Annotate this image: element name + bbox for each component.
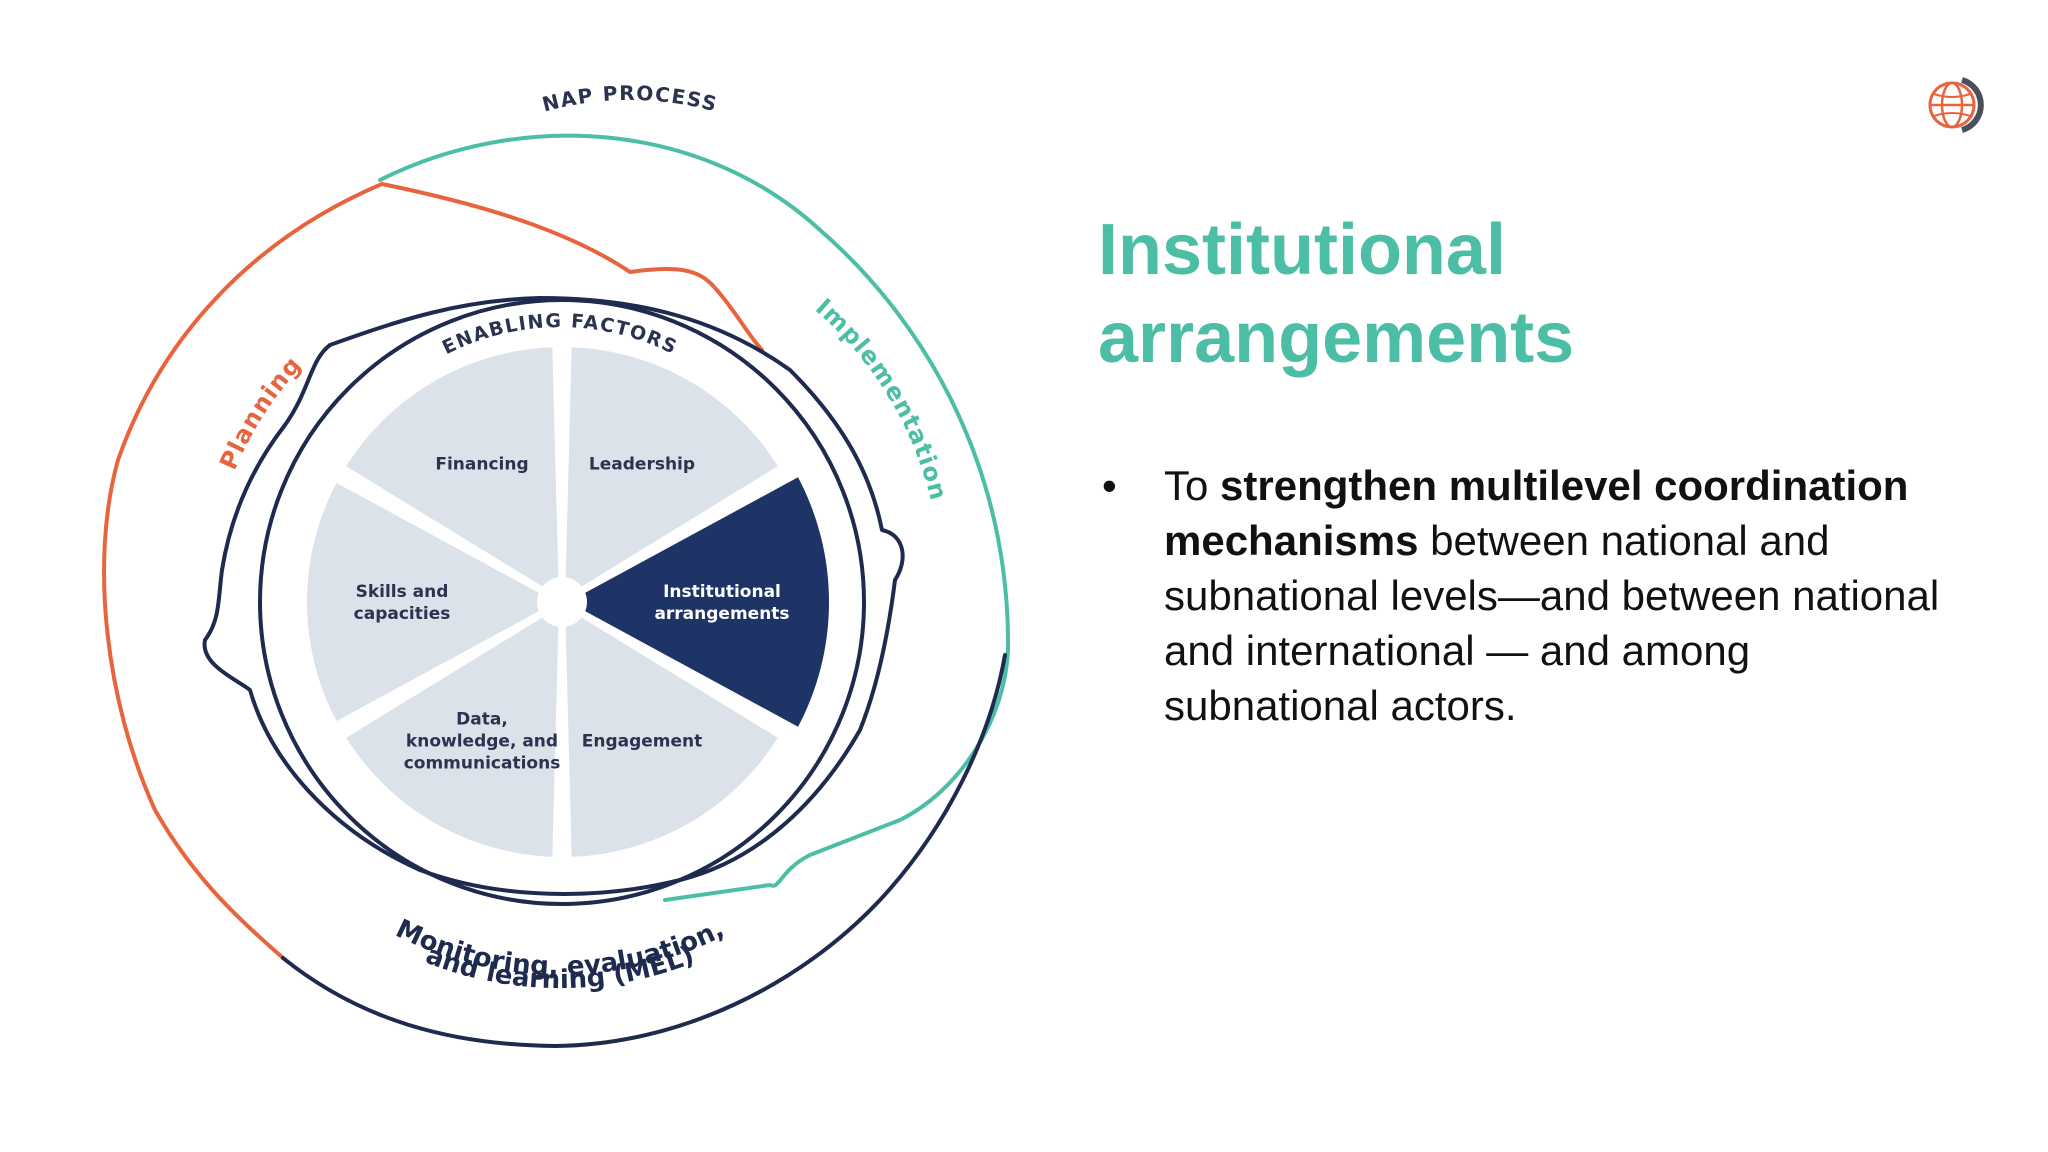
enabling-factors-label: ENABLING FACTORS	[439, 310, 681, 359]
segment-financing	[337, 341, 565, 595]
segment-label-line: communications	[404, 754, 561, 774]
bullet-text-post: between national and subnational levels—…	[1164, 517, 1940, 729]
segment-label-financing: Financing	[435, 454, 528, 474]
inner-ring	[258, 298, 866, 906]
slide-title-line2: arrangements	[1098, 298, 1575, 378]
segment-label-line: Institutional	[663, 582, 781, 602]
segment-label-engagement: Engagement	[582, 732, 703, 752]
segment-skills-capacities	[301, 474, 547, 730]
nap-process-diagram: NAP PROCESS ENABLING FACTORS Financing Le…	[102, 81, 1011, 1049]
segment-leadership	[559, 341, 787, 595]
segment-engagement	[559, 609, 787, 863]
globe-icon	[1928, 77, 1984, 133]
implementation-label: Implementation	[810, 293, 952, 504]
slide-title: Institutional arrangements	[1098, 206, 1918, 382]
nap-process-label: NAP PROCESS	[540, 81, 721, 117]
implementation-arc	[378, 133, 1011, 902]
enabling-factors-outline	[202, 296, 905, 896]
segment-data-knowledge-communications	[337, 609, 565, 863]
planning-arc	[102, 182, 764, 960]
segment-label-line: arrangements	[654, 604, 789, 624]
globe-logo	[1922, 72, 1988, 143]
segment-label-line: knowledge, and	[406, 732, 558, 752]
segment-label-line: capacities	[354, 604, 451, 624]
segment-label-line: Leadership	[589, 454, 695, 474]
bullet-text-bold: strengthen multilevel coordination mecha…	[1164, 462, 1909, 564]
mel-arc	[281, 653, 1007, 1049]
segment-label-line: Financing	[435, 454, 528, 474]
bullet-text-pre: To	[1164, 462, 1221, 509]
segment-label-line: Skills and	[356, 582, 449, 602]
segment-label-line: Engagement	[582, 732, 703, 752]
segment-institutional-arrangements	[577, 469, 835, 735]
segment-label-line: Data,	[456, 710, 508, 730]
bullet-list: • To strengthen multilevel coordination …	[1098, 458, 1958, 733]
bullet-dot: •	[1102, 462, 1117, 509]
slide-title-line1: Institutional	[1098, 210, 1506, 290]
bullet-item: • To strengthen multilevel coordination …	[1098, 458, 1958, 733]
segment-label-leadership: Leadership	[589, 454, 695, 474]
